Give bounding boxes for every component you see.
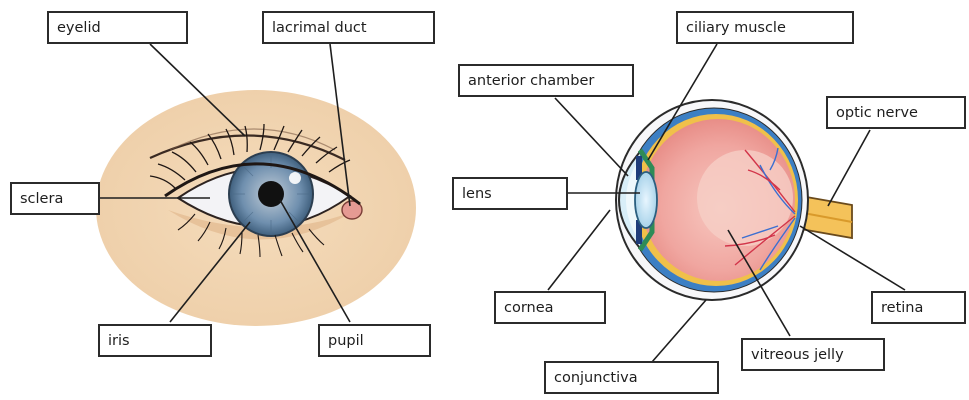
label-optic-nerve: optic nerve bbox=[826, 96, 966, 129]
pupil-shape bbox=[258, 181, 284, 207]
leader-conjunctiva bbox=[652, 300, 706, 362]
eye-cross-section bbox=[616, 100, 852, 300]
label-lens: lens bbox=[452, 177, 568, 210]
leader-anterior-chamber bbox=[555, 98, 628, 176]
pupil-highlight bbox=[289, 172, 301, 184]
label-ciliary-muscle: ciliary muscle bbox=[676, 11, 854, 44]
label-sclera: sclera bbox=[10, 182, 100, 215]
vitreous-highlight bbox=[697, 150, 793, 246]
label-vitreous-jelly: vitreous jelly bbox=[741, 338, 885, 371]
label-anterior-chamber: anterior chamber bbox=[458, 64, 634, 97]
label-eyelid: eyelid bbox=[47, 11, 188, 44]
external-eye bbox=[96, 90, 416, 326]
leader-optic-nerve bbox=[828, 130, 870, 206]
leader-cornea bbox=[548, 210, 610, 290]
label-conjunctiva: conjunctiva bbox=[544, 361, 719, 394]
label-retina: retina bbox=[871, 291, 966, 324]
label-iris: iris bbox=[98, 324, 212, 357]
lens-shape bbox=[635, 172, 657, 228]
label-cornea: cornea bbox=[494, 291, 606, 324]
label-lacrimal-duct: lacrimal duct bbox=[262, 11, 435, 44]
label-pupil: pupil bbox=[318, 324, 431, 357]
